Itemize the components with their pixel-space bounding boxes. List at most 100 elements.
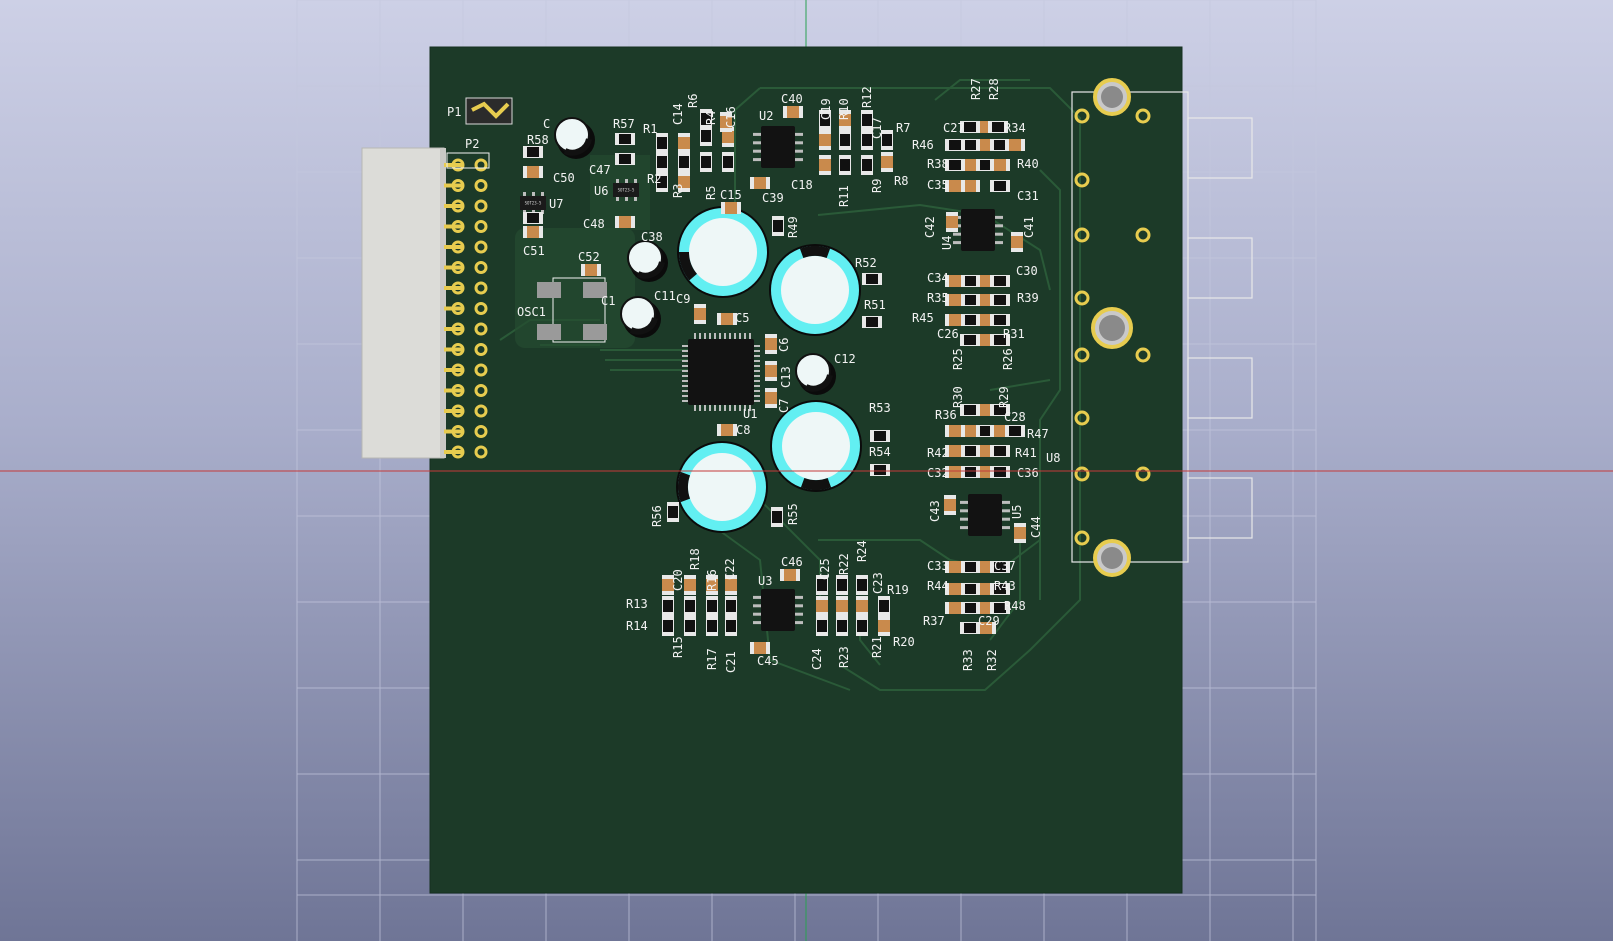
silkscreen-label-c46: C46 (781, 555, 803, 569)
silkscreen-label-r43: R43 (994, 579, 1016, 593)
jack-pin (1135, 466, 1151, 482)
silkscreen-label-r54: R54 (869, 445, 891, 459)
smd-capacitor (706, 575, 718, 595)
smd-capacitor (945, 425, 965, 437)
smd-resistor (960, 404, 980, 416)
jack-pin (1135, 108, 1151, 124)
silkscreen-label-r56: R56 (650, 505, 664, 527)
smd-capacitor (839, 110, 851, 130)
cap-c-top (554, 117, 595, 159)
smd-capacitor (783, 106, 803, 118)
silkscreen-label-u7: U7 (549, 197, 563, 211)
silkscreen-label-r20: R20 (893, 635, 915, 649)
smd-resistor (990, 180, 1010, 192)
jack-pin (1074, 227, 1090, 243)
silkscreen-label-r39: R39 (1017, 291, 1039, 305)
smd-capacitor (945, 583, 965, 595)
smd-capacitor (945, 275, 965, 287)
oscillator-osc1 (537, 277, 607, 343)
ic-u3 (753, 589, 803, 631)
silkscreen-label-c47: C47 (589, 163, 611, 177)
smd-resistor (662, 616, 674, 636)
silkscreen-label-r29: R29 (997, 386, 1011, 408)
silkscreen-label-r47: R47 (1027, 427, 1049, 441)
pin-pad (474, 302, 488, 315)
smd-resistor (990, 314, 1010, 326)
silkscreen-label-u5: U5 (1010, 505, 1024, 519)
smd-capacitor (1014, 523, 1026, 543)
smd-resistor (990, 445, 1010, 457)
silkscreen-label-c6: C6 (777, 338, 791, 352)
smd-resistor (700, 126, 712, 146)
silkscreen-label-p1: P1 (447, 105, 461, 119)
smd-resistor (870, 430, 890, 442)
pin-pad (451, 322, 465, 336)
jack-pin (1135, 227, 1151, 243)
silkscreen-label-r2: R2 (647, 172, 661, 186)
silkscreen-label-c40: C40 (781, 92, 803, 106)
pin-pad (451, 302, 465, 315)
silkscreen-label-r21: R21 (870, 636, 884, 658)
jack-pin (1074, 466, 1090, 482)
jack-pin (1074, 290, 1090, 306)
silkscreen-label-r45: R45 (912, 311, 934, 325)
smd-resistor (861, 110, 873, 130)
smd-capacitor (717, 313, 737, 325)
silkscreen-label-c27: C27 (943, 121, 965, 135)
silkscreen-label-c11: C11 (654, 289, 676, 303)
silkscreen-label-r48: R48 (1004, 599, 1026, 613)
smd-capacitor (725, 575, 737, 595)
silkscreen-label-r9: R9 (870, 179, 884, 193)
silkscreen-label-r3: R3 (671, 184, 685, 198)
smd-capacitor (780, 569, 800, 581)
smd-resistor (725, 616, 737, 636)
smd-resistor (678, 152, 690, 172)
pin-pad (474, 281, 488, 295)
silkscreen-label-c39: C39 (762, 191, 784, 205)
jack-pin (1074, 530, 1090, 546)
silkscreen-label-r28: R28 (987, 78, 1001, 100)
ic-u7: SOT23-5 (520, 192, 546, 214)
silkscreen-label-c29: C29 (978, 614, 1000, 628)
silkscreen-label-r49: R49 (786, 216, 800, 238)
smd-resistor (816, 616, 828, 636)
smd-resistor (772, 216, 784, 236)
silkscreen-label-c28: C28 (1004, 410, 1026, 424)
silkscreen-label-r23: R23 (837, 646, 851, 668)
smd-resistor (839, 155, 851, 175)
pin-pad (451, 404, 465, 418)
smd-capacitor (615, 216, 635, 228)
silkscreen-label-r19: R19 (887, 583, 909, 597)
silkscreen-label-r34: R34 (1004, 121, 1026, 135)
smd-capacitor (946, 212, 958, 232)
smd-capacitor (945, 180, 965, 192)
smd-resistor (771, 507, 783, 527)
pin-pad (474, 261, 488, 274)
smd-capacitor (523, 226, 543, 238)
silkscreen-label-r33: R33 (961, 649, 975, 671)
silkscreen-label-c14: C14 (671, 103, 685, 125)
smd-resistor (684, 596, 696, 616)
silkscreen-label-c9: C9 (676, 292, 690, 306)
silkscreen-label-c41: C41 (1022, 216, 1036, 238)
silkscreen-label-c31: C31 (1017, 189, 1039, 203)
smd-capacitor (990, 159, 1010, 171)
pin-pad (451, 179, 465, 192)
pin-pad (474, 384, 488, 397)
smd-resistor (662, 596, 674, 616)
silkscreen-label-c15: C15 (720, 188, 742, 202)
silkscreen-label-p2: P2 (465, 137, 479, 151)
pin-pad (451, 445, 465, 459)
silkscreen-label-c25: C25 (818, 558, 832, 580)
connector-p2 (361, 147, 490, 459)
silkscreen-label-c_top: C (543, 117, 550, 131)
smd-capacitor (720, 112, 732, 132)
smd-resistor (667, 502, 679, 522)
smd-resistor (656, 133, 668, 153)
silkscreen-label-r7: R7 (896, 121, 910, 135)
smd-capacitor (765, 388, 777, 408)
smd-capacitor (945, 294, 965, 306)
pin-pad (474, 322, 488, 336)
